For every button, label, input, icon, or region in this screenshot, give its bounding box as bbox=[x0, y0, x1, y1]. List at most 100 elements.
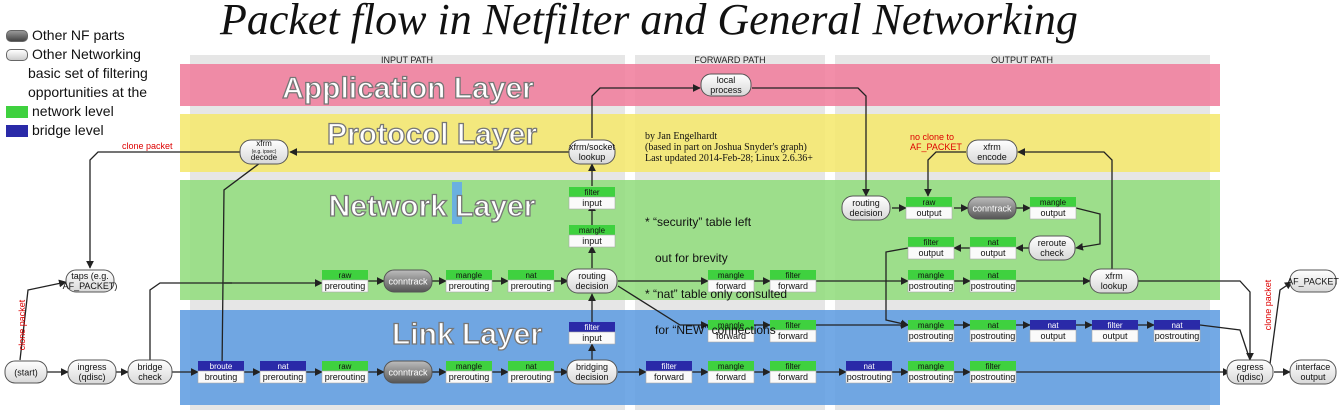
nat-prerouting-bridge-table bbox=[260, 361, 306, 371]
clone-packet-label-left: clone packet bbox=[17, 299, 27, 351]
start-node-line-0: (start) bbox=[14, 368, 38, 378]
routing-decision-output-node-line-1: decision bbox=[849, 208, 882, 218]
af-packet-node-line-0: AF_PACKET bbox=[1287, 277, 1339, 287]
legend-basic-set-line1: basic set of filtering bbox=[28, 65, 148, 81]
egress-node-shape bbox=[1226, 359, 1274, 385]
filter-forward-linkrow-hook bbox=[769, 370, 817, 384]
edge-decode-taps bbox=[86, 151, 240, 269]
edge-egress-afpacket bbox=[1269, 281, 1293, 365]
nat-postrouting-bridge-hook-label: postrouting bbox=[1155, 331, 1200, 341]
xfrm-decode-node-line-1: (e.g. ipsec) bbox=[252, 149, 277, 155]
broute-brouting-link-hook-label: brouting bbox=[205, 372, 238, 382]
no-clone-line1: no clone to bbox=[910, 132, 955, 142]
conntrack-output-node: conntrack bbox=[967, 196, 1017, 220]
broute-brouting-link-hook bbox=[197, 370, 245, 384]
note-security-2: out for brevity bbox=[645, 251, 728, 265]
filter-output-bridge-table-label: filter bbox=[1107, 321, 1122, 330]
nat-postrouting-link-table bbox=[970, 320, 1016, 330]
mangle-output-net-hook bbox=[1029, 206, 1077, 220]
raw-output-net-hook-label: output bbox=[916, 208, 942, 218]
table-notes: * “security” table left out for brevity … bbox=[645, 192, 787, 348]
ingress-node-line-0: ingress bbox=[77, 362, 107, 372]
nat-postrouting-net-hook bbox=[969, 279, 1017, 293]
link-layer-title: Link Layer bbox=[392, 318, 542, 351]
application-layer-title: Application Layer bbox=[282, 72, 534, 105]
nat-output-bridge-hook-label: output bbox=[1040, 331, 1066, 341]
xfrm-socket-lookup-node-line-1: lookup bbox=[579, 152, 606, 162]
xfrm-lookup-node-line-1: lookup bbox=[1101, 281, 1128, 291]
nat-postrouting-net-table bbox=[970, 270, 1016, 280]
raw-prerouting-net-table-label: raw bbox=[339, 271, 352, 280]
mangle-postrouting-net-table bbox=[908, 270, 954, 280]
filter-forward-bridge-table-label: filter bbox=[661, 362, 676, 371]
nat-postrouting-bridge-row-table bbox=[846, 361, 892, 371]
mangle-forward-link-hook-label: forward bbox=[716, 331, 746, 341]
note-nat-1: * “nat” table only consulted bbox=[645, 287, 788, 301]
mangle-forward-link-table-label: mangle bbox=[718, 321, 745, 330]
conntrack-output-node-shape bbox=[967, 196, 1017, 220]
filter-forward-net-hook-label: forward bbox=[778, 281, 808, 291]
filter-forward-bridge-hook-label: forward bbox=[654, 372, 684, 382]
nat-prerouting-net-hook bbox=[507, 279, 555, 293]
edge-start-taps bbox=[19, 279, 67, 361]
filter-output-bridge-hook-label: output bbox=[1102, 331, 1128, 341]
legend-bridge-level: bridge level bbox=[32, 122, 104, 138]
mangle-forward-linkrow-table-label: mangle bbox=[718, 362, 745, 371]
no-clone-line2: AF_PACKET bbox=[910, 142, 962, 152]
filter-input-bridge-hook bbox=[568, 331, 616, 345]
filter-output-bridge-hook bbox=[1091, 329, 1139, 343]
nat-postrouting-bridge-table bbox=[1154, 320, 1200, 330]
edge-xfrm-egress bbox=[1138, 280, 1254, 361]
nat-prerouting-bridge-hook bbox=[259, 370, 307, 384]
raw-output-net-hook bbox=[905, 206, 953, 220]
mangle-forward-linkrow-hook bbox=[707, 370, 755, 384]
nat-postrouting-link-hook-label: postrouting bbox=[971, 331, 1016, 341]
filter-forward-bridge-table bbox=[646, 361, 692, 371]
raw-prerouting-link-hook-label: prerouting bbox=[325, 372, 366, 382]
mangle-postrouting-link-hook bbox=[907, 329, 955, 343]
edge-bridgecheck-raw bbox=[149, 279, 323, 360]
network-layer-marker bbox=[452, 182, 462, 224]
mangle-prerouting-link-table-label: mangle bbox=[456, 362, 483, 371]
conntrack-network-node: conntrack bbox=[383, 269, 433, 293]
network-layer-title: Network Layer bbox=[329, 190, 536, 223]
filter-postrouting-linkrow-table bbox=[970, 361, 1016, 371]
xfrm-socket-lookup-node-shape bbox=[568, 139, 616, 165]
mangle-input-net-table-label: mangle bbox=[579, 226, 606, 235]
mangle-postrouting-link-table bbox=[908, 320, 954, 330]
protocol-layer-band bbox=[180, 114, 1220, 172]
bridge-check-node-line-1: check bbox=[138, 372, 162, 382]
nat-prerouting-link-hook-label: prerouting bbox=[511, 372, 552, 382]
legend-basic-set-line2: opportunities at the bbox=[28, 84, 148, 100]
filter-input-bridge-table-label: filter bbox=[584, 323, 599, 332]
routing-decision-node-line-1: decision bbox=[575, 281, 608, 291]
egress-node-line-0: egress bbox=[1236, 362, 1264, 372]
interface-output-node-shape bbox=[1289, 359, 1337, 385]
mangle-forward-net-hook-label: forward bbox=[716, 281, 746, 291]
raw-prerouting-net-hook bbox=[321, 279, 369, 293]
filter-forward-linkrow-table-label: filter bbox=[785, 362, 800, 371]
filter-input-net-hook bbox=[568, 196, 616, 210]
nat-output-bridge-hook bbox=[1029, 329, 1077, 343]
filter-forward-net-table-label: filter bbox=[785, 271, 800, 280]
legend-other-nf: Other NF parts bbox=[32, 27, 125, 43]
mangle-prerouting-net-table bbox=[446, 270, 492, 280]
local-process-node-line-1: process bbox=[710, 85, 742, 95]
routing-decision-output-node-line-0: routing bbox=[852, 198, 880, 208]
bridging-decision-node-shape bbox=[566, 359, 618, 385]
